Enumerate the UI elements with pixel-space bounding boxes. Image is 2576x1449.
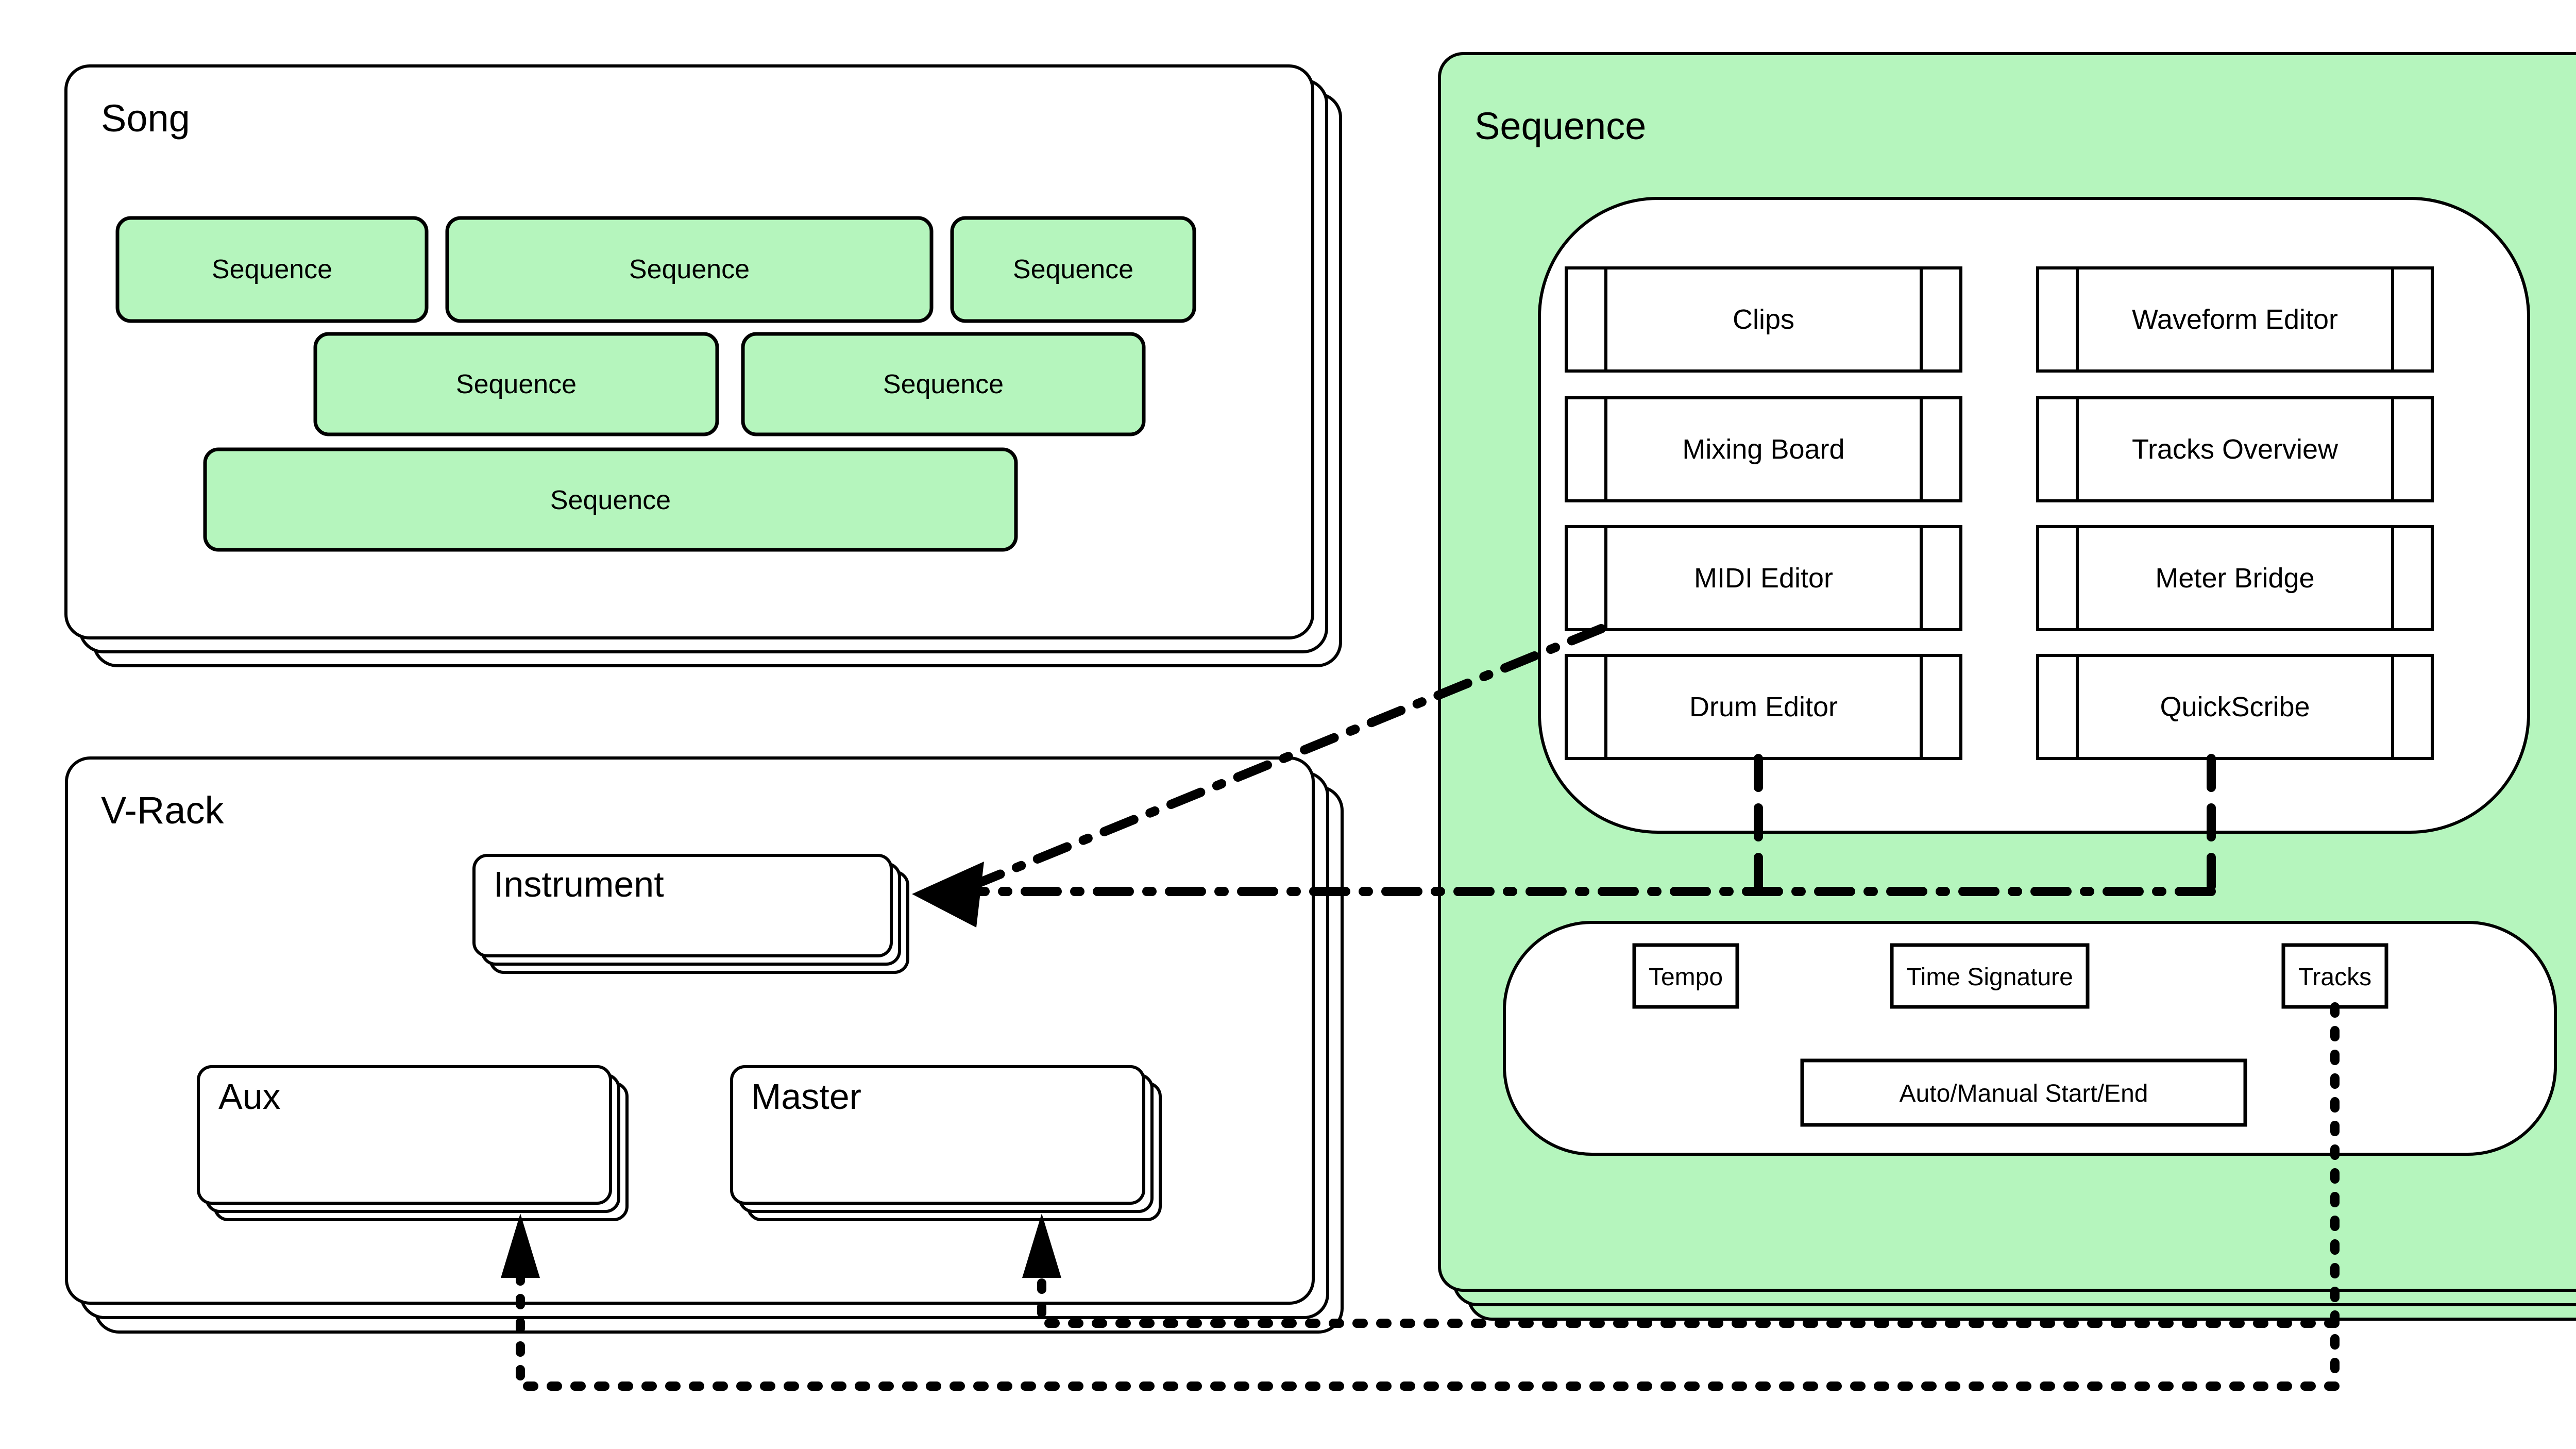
component-mixing-board[interactable]: Mixing Board (1565, 396, 1962, 502)
instrument-card-body[interactable] (472, 854, 893, 957)
component-waveform-editor[interactable]: Waveform Editor (2036, 266, 2434, 373)
vrack-card-master[interactable]: Master (730, 1065, 1162, 1221)
component-label: Mixing Board (1682, 434, 1844, 465)
component-frame[interactable] (1565, 654, 1962, 760)
master-card-body[interactable] (730, 1065, 1145, 1205)
component-quickscribe[interactable]: QuickScribe (2036, 654, 2434, 760)
connector-layer (501, 624, 2340, 1391)
song-sequence-3[interactable]: Sequence (313, 332, 719, 436)
component-label: Meter Bridge (2155, 563, 2314, 594)
master-card-label: Master (751, 1076, 861, 1117)
setting-auto-manual-start-end[interactable]: Auto/Manual Start/End (1800, 1058, 2247, 1127)
vrack-panel[interactable]: V-Rack Instrument Aux Master (65, 756, 1344, 1334)
aux-card-body[interactable] (197, 1065, 612, 1205)
sequence-label: Sequence (629, 255, 750, 284)
component-label: MIDI Editor (1694, 563, 1833, 594)
aux-card-label: Aux (218, 1076, 281, 1117)
setting-label: Auto/Manual Start/End (1900, 1080, 2148, 1107)
vrack-panel-body[interactable] (65, 756, 1315, 1305)
component-frame[interactable] (1565, 525, 1962, 631)
component-label: Clips (1733, 304, 1794, 335)
setting-frame[interactable] (1800, 1058, 2247, 1127)
sequence-box[interactable] (115, 216, 429, 323)
sequence-label: Sequence (1013, 255, 1133, 284)
sequence-box[interactable] (950, 216, 1196, 323)
component-label: Tracks Overview (2132, 434, 2338, 465)
sequence-label: Sequence (212, 255, 332, 284)
sequence-label: Sequence (550, 485, 671, 515)
song-sequence-1[interactable]: Sequence (445, 216, 934, 323)
vrack-card-instrument[interactable]: Instrument (472, 854, 909, 974)
sequence-panel-title: Sequence (1475, 105, 1646, 147)
setting-time-signature[interactable]: Time Signature (1890, 943, 2090, 1009)
sequence-label: Sequence (883, 369, 1004, 399)
component-frame[interactable] (2036, 266, 2434, 373)
instrument-card-label: Instrument (494, 864, 664, 904)
setting-frame[interactable] (1632, 943, 1739, 1009)
component-drum-editor[interactable]: Drum Editor (1565, 654, 1962, 760)
setting-label: Time Signature (1906, 964, 2073, 991)
component-frame[interactable] (2036, 525, 2434, 631)
component-meter-bridge[interactable]: Meter Bridge (2036, 525, 2434, 631)
arrowhead-master (1022, 1214, 1061, 1278)
sequence-box[interactable] (445, 216, 934, 323)
sequence-box[interactable] (313, 332, 719, 436)
connector-editors-to-instrument (938, 624, 1606, 902)
song-panel[interactable]: Song Sequence Sequence Sequence Sequence (64, 64, 1342, 667)
setting-label: Tempo (1649, 964, 1723, 991)
song-sequence-4[interactable]: Sequence (741, 332, 1146, 436)
sequence-box[interactable] (203, 447, 1018, 552)
vrack-panel-title: V-Rack (101, 789, 225, 832)
setting-label: Tracks (2298, 964, 2371, 991)
arrowhead-instrument (912, 862, 984, 928)
song-sequence-5[interactable]: Sequence (203, 447, 1018, 552)
component-frame[interactable] (1565, 396, 1962, 502)
component-label: Drum Editor (1689, 692, 1838, 722)
sequence-box[interactable] (741, 332, 1146, 436)
component-frame[interactable] (2036, 654, 2434, 760)
arrowhead-aux (501, 1214, 540, 1278)
component-clips[interactable]: Clips (1565, 266, 1962, 373)
setting-tempo[interactable]: Tempo (1632, 943, 1739, 1009)
song-sequence-0[interactable]: Sequence (115, 216, 429, 323)
setting-frame[interactable] (1890, 943, 2090, 1009)
vrack-card-aux[interactable]: Aux (197, 1065, 629, 1221)
song-panel-title: Song (101, 97, 190, 140)
component-tracks-overview[interactable]: Tracks Overview (2036, 396, 2434, 502)
component-label: QuickScribe (2160, 692, 2310, 722)
song-sequence-2[interactable]: Sequence (950, 216, 1196, 323)
sequence-label: Sequence (456, 369, 577, 399)
component-midi-editor[interactable]: MIDI Editor (1565, 525, 1962, 631)
component-label: Waveform Editor (2132, 304, 2338, 335)
setting-tracks[interactable]: Tracks (2281, 943, 2388, 1009)
sequence-panel[interactable]: Sequence Clips Mixing Board MIDI Edit (1438, 52, 2576, 1321)
component-frame[interactable] (1565, 266, 1962, 373)
component-frame[interactable] (2036, 396, 2434, 502)
